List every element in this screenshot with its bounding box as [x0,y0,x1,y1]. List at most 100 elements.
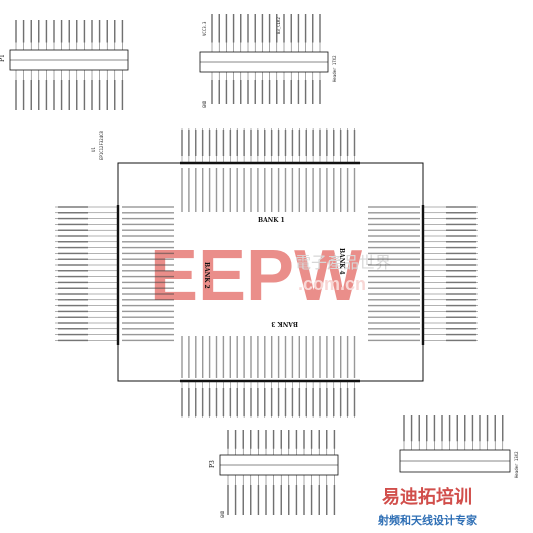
chip-pin-function-label [312,336,314,378]
pin-label [288,430,290,449]
chip-pin-net-label [446,275,476,278]
chip-pin-function-label [243,336,245,378]
chip-pin-function-label [368,293,420,295]
chip-pin-net-label [353,388,356,416]
chip-pin-net-label [201,388,204,416]
header-17x2-ref: Header 17X2 [332,55,337,82]
pin-label [106,20,108,43]
chip-pin-function-label [368,206,420,208]
chip-pin-function-label [229,336,231,378]
pin-label [426,415,428,442]
pin-label [250,485,252,515]
chip-pin-function-label [215,336,218,378]
chip-pin-function-label [122,339,174,342]
chip-pin-net-label [446,229,476,231]
chip-pin-function-label [291,336,294,378]
chip-pin-function-label [368,246,420,249]
pin-label [456,415,458,442]
chip-pin-function-label [368,281,420,284]
chip-pin-net-label [208,130,211,156]
pin-label [53,80,55,110]
chip-pin-function-label [368,328,420,330]
chip-pin-net-label [277,388,280,416]
chip-pin-net-label [58,246,88,249]
chip-pin-net-label [298,388,301,416]
chip-pin-net-label [446,310,476,313]
chip-pin-net-label [181,130,183,156]
pin-label [318,485,320,515]
chip-pin-net-label [222,130,225,156]
pin-label [304,80,307,104]
pin-label [232,14,235,43]
eepw-watermark: EEPW 電子產品世界 .com.cn [150,236,391,316]
chip-pin-function-label [122,287,174,289]
brand-tagline: 射频和天线设计专家 [377,513,478,527]
pin-label [276,14,278,43]
pin-label [479,415,481,442]
clk2-label: B3_CLK2 [276,17,281,34]
chip-pin-function-label [353,336,356,378]
pin-label [312,80,314,104]
chip-pin-net-label [250,130,252,156]
chip-pin-net-label [446,293,476,295]
pin-label [211,14,213,43]
chip-pin-function-label [346,168,349,212]
chip-pin-function-label [181,336,183,378]
pin-label [280,485,282,515]
pin-label [15,20,17,43]
pin-label [303,485,305,515]
chip-pin-net-label [446,299,476,301]
chip-pin-net-label [215,130,218,156]
chip-pin-function-label [222,336,225,378]
chip-pin-function-label [122,328,174,330]
pin-label [410,415,413,442]
chip-pin-function-label [368,241,420,243]
chip-pin-net-label [270,388,273,416]
chip-pin-net-label [243,388,245,416]
pin-label [45,20,48,43]
chip-pin-function-label [277,168,280,212]
chip-pin-function-label [208,336,211,378]
chip-pin-net-label [215,388,218,416]
chip-pin-net-label [312,130,314,156]
header-p1-ref: P1 [0,54,6,62]
chip-pin-function-label [202,168,204,212]
chip-pin-function-label [284,168,287,212]
fpga-symbol: BANK 1 BANK 2 BANK 3 BANK 4 [55,128,478,418]
chip-pin-function-label [122,246,174,249]
chip-pin-function-label [284,336,287,378]
pin-label [106,80,108,110]
chip-pin-net-label [236,388,238,416]
pin-label [326,430,328,449]
pin-label [114,20,116,43]
pin-label [240,80,242,104]
pin-label [261,14,264,43]
chip-pin-net-label [58,328,88,330]
chip-pin-net-label [58,252,88,255]
pin-label [312,14,314,43]
chip-pin-net-label [58,258,88,260]
pin-label [91,20,93,43]
chip-pin-net-label [58,212,88,214]
chip-pin-net-label [339,388,342,416]
pin-label [272,485,275,515]
chip-pin-net-label [229,130,232,156]
pin-label [319,80,321,104]
chip-pin-function-label [291,168,294,212]
chip-pin-net-label [353,130,356,156]
pin-label [310,485,313,515]
pin-label [227,485,229,515]
pin-label [225,80,228,104]
pin-label [60,80,63,110]
chip-pin-net-label [257,130,259,156]
chip-pin-net-label [58,333,88,336]
pin-label [250,430,252,449]
chip-pin-net-label [446,316,476,318]
pin-label [98,80,101,110]
chip-pin-function-label [298,168,300,212]
pin-label [121,20,124,43]
chip-pin-net-label [446,264,476,266]
header-p1: P1 [0,20,129,110]
pin-label [290,14,292,43]
chip-pin-net-label [243,130,245,156]
